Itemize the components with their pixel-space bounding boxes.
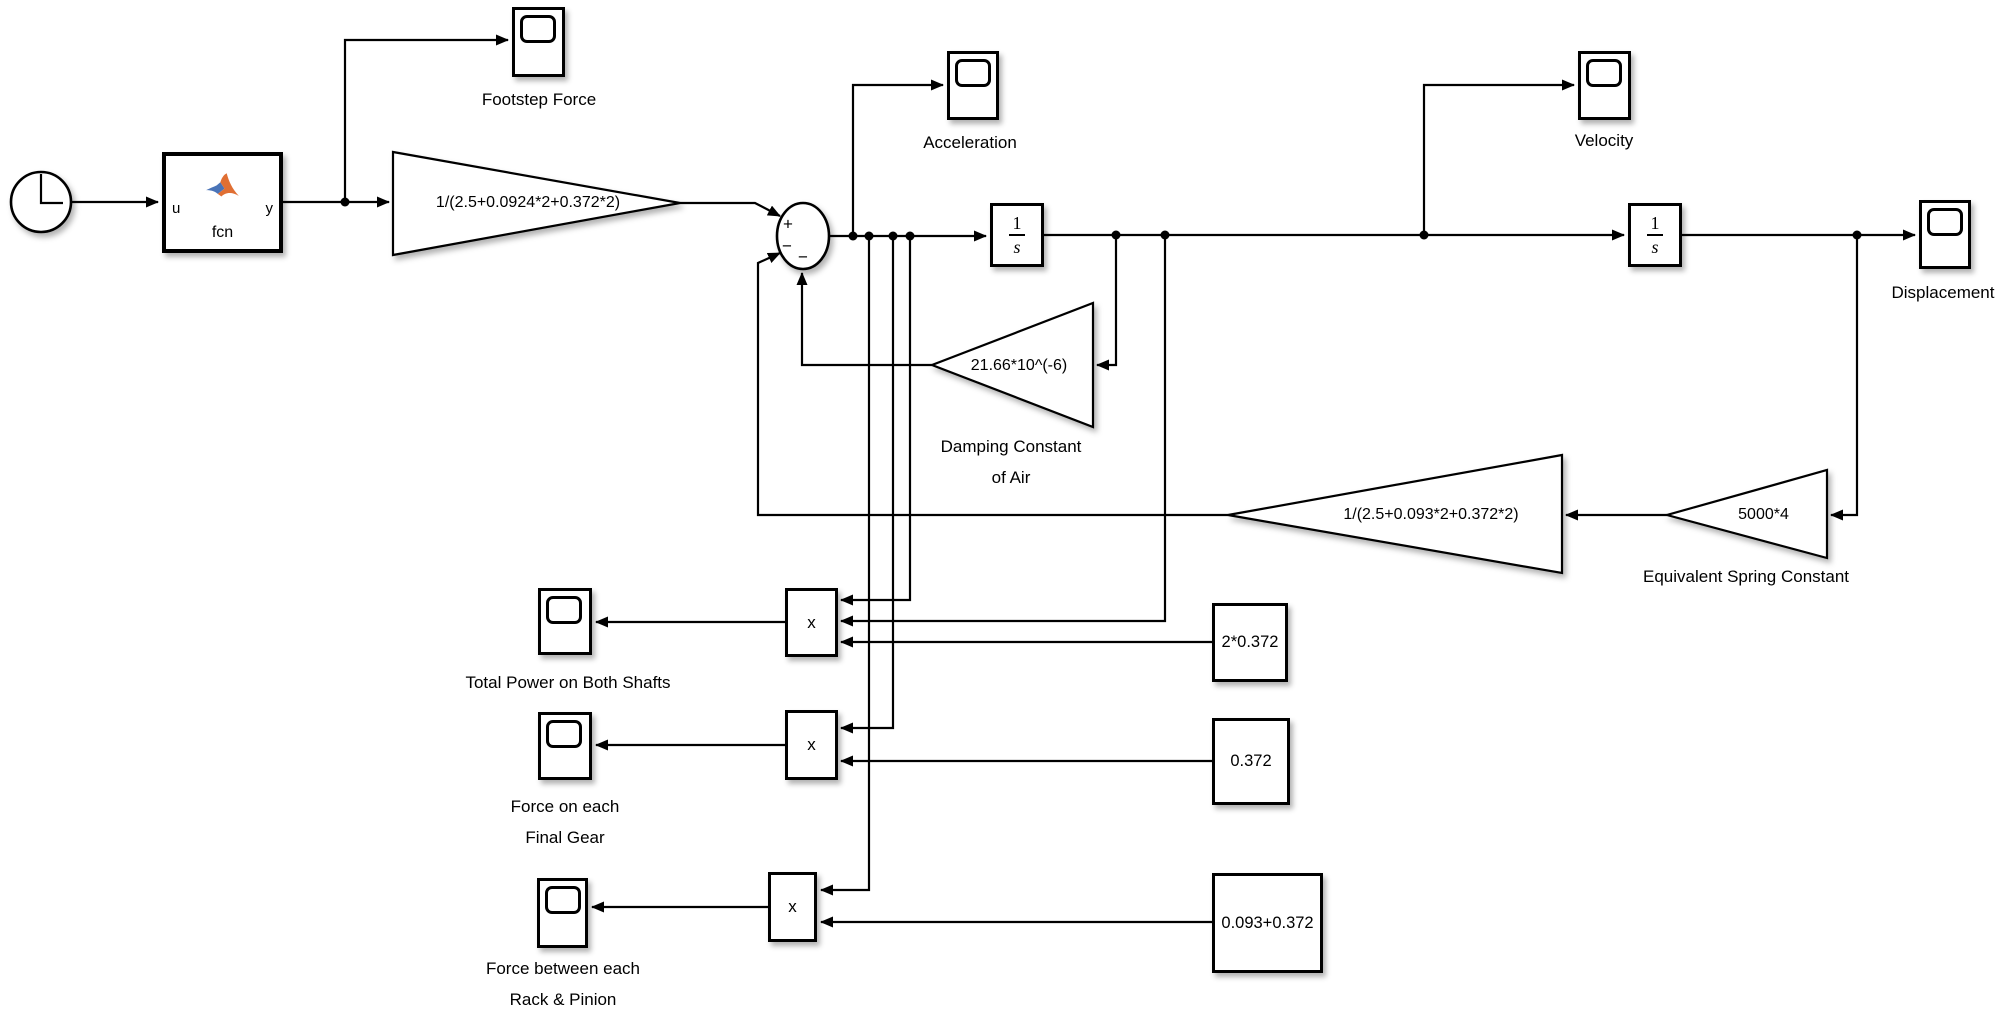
wire-branch-to-footstep-scope[interactable] (343, 34, 509, 202)
gain-mass-feedback[interactable] (1227, 453, 1564, 575)
sum-sign-minus-left: − (782, 236, 792, 256)
gain-input-force-value: 1/(2.5+0.0924*2+0.372*2) (435, 194, 621, 211)
fcn-port-y: y (265, 200, 274, 217)
product1-block[interactable]: x (785, 588, 838, 657)
wire-damping-to-sum-bottom[interactable] (796, 272, 932, 367)
label-velocity[interactable]: Velocity (1574, 131, 1634, 150)
wire-gain-to-sum[interactable] (680, 201, 781, 217)
label-acceleration[interactable]: Acceleration (923, 133, 1017, 152)
integrator2-denominator: s (1647, 234, 1663, 256)
matlab-logo-icon (204, 172, 242, 207)
wire-branch-to-velocity-scope[interactable] (1422, 79, 1575, 235)
constant-0093-0372-value: 0.093+0.372 (1221, 913, 1314, 932)
scope-screen (955, 59, 991, 87)
product3-symbol: x (788, 897, 797, 916)
label-damping-constant[interactable]: Damping Constant of Air (921, 431, 1101, 493)
scope-screen (1586, 59, 1622, 87)
product3-block[interactable]: x (768, 872, 817, 942)
fcn-label: fcn (211, 224, 234, 241)
wire-branch-to-acceleration-scope[interactable] (851, 79, 944, 236)
constant-2x0372-block[interactable]: 2*0.372 (1212, 603, 1288, 682)
scope-screen (546, 596, 582, 624)
label-equivalent-spring-constant[interactable]: Equivalent Spring Constant (1642, 567, 1850, 586)
sum-sign-minus-bottom: − (798, 247, 808, 267)
branch-dots (340, 197, 1862, 241)
scope-rack-pinion[interactable] (537, 878, 588, 948)
label-rack-pinion[interactable]: Force between each Rack & Pinion (473, 953, 653, 1011)
scope-acceleration[interactable] (947, 51, 999, 120)
label-damping-line1: Damping Constant (940, 437, 1082, 456)
wire-displacement-to-spring-gain[interactable] (1830, 235, 1859, 521)
wire-force-to-product3-top[interactable] (820, 236, 871, 896)
product1-symbol: x (807, 612, 816, 632)
gain-input-force[interactable] (391, 150, 681, 257)
integrator1-denominator: s (1009, 234, 1025, 256)
sum-sign-plus: + (783, 214, 793, 234)
gain-spring-value: 5000*4 (1738, 506, 1789, 523)
label-footstep-force[interactable]: Footstep Force (481, 90, 597, 109)
fcn-port-u: u (172, 200, 181, 217)
scope-total-power[interactable] (538, 588, 592, 655)
label-damping-line2: of Air (991, 468, 1031, 487)
integrator2-numerator: 1 (1650, 213, 1660, 233)
constant-2x0372-value: 2*0.372 (1221, 633, 1279, 651)
gain-spring-constant[interactable] (1662, 468, 1829, 560)
scope-footstep-force[interactable] (512, 7, 565, 77)
wire-force-to-product1-top[interactable] (840, 236, 912, 606)
wire-velocity-to-damping-gain[interactable] (1096, 235, 1118, 371)
label-force-final-gear-line1: Force on each (510, 797, 620, 816)
wires (71, 34, 1916, 928)
gain-damping-constant[interactable] (928, 301, 1095, 429)
label-displacement[interactable]: Displacement (1891, 283, 1995, 302)
label-rack-pinion-line2: Rack & Pinion (509, 990, 617, 1009)
scope-force-final-gear[interactable] (538, 712, 592, 780)
scope-velocity[interactable] (1578, 51, 1631, 120)
scope-screen (1927, 208, 1963, 236)
scope-screen (546, 720, 582, 748)
label-rack-pinion-line1: Force between each (485, 959, 641, 978)
constant-0372-block[interactable]: 0.372 (1212, 718, 1290, 805)
integrator1-block[interactable]: 1 s (990, 203, 1044, 267)
label-total-power[interactable]: Total Power on Both Shafts (465, 673, 671, 692)
product2-block[interactable]: x (785, 710, 838, 780)
wire-feedback-to-sum-minus[interactable] (756, 251, 1228, 517)
gain-mass-value: 1/(2.5+0.093*2+0.372*2) (1343, 506, 1519, 523)
gain-damping-value: 21.66*10^(-6) (970, 357, 1068, 374)
matlab-function-block[interactable]: u y fcn (162, 152, 283, 253)
product2-symbol: x (807, 735, 816, 754)
clock-hands-icon (39, 174, 63, 205)
wire-velocity-to-product1-mid[interactable] (840, 235, 1167, 627)
label-force-final-gear-line2: Final Gear (525, 828, 605, 847)
scope-screen (520, 15, 556, 43)
wire-force-to-product2-top[interactable] (840, 236, 895, 734)
constant-0093-0372-block[interactable]: 0.093+0.372 (1212, 873, 1323, 973)
integrator1-numerator: 1 (1012, 213, 1022, 233)
constant-0372-value: 0.372 (1230, 752, 1272, 770)
scope-screen (545, 886, 581, 914)
integrator2-block[interactable]: 1 s (1628, 203, 1682, 267)
scope-displacement[interactable] (1919, 200, 1971, 269)
label-force-final-gear[interactable]: Force on each Final Gear (475, 791, 655, 853)
